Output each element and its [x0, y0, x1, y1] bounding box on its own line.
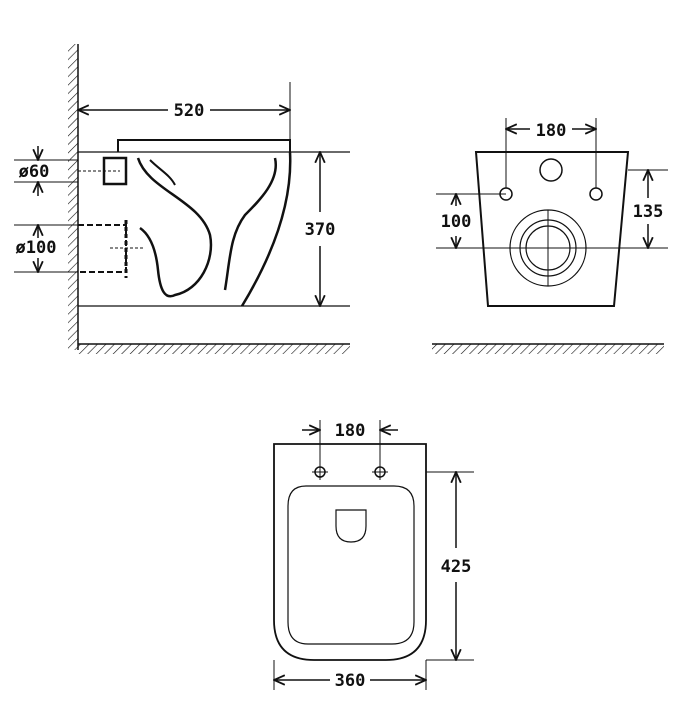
pipe-small-label: ø60 [19, 162, 50, 182]
wall-hatch [68, 44, 78, 350]
side-view: 520 370 ø60 ø100 [14, 44, 350, 354]
bowl-inner-front [223, 157, 278, 291]
rear-body [474, 151, 630, 307]
rear-floor-hatch [432, 344, 664, 354]
seat-lid [117, 139, 291, 152]
rear-view: 180 100 135 [432, 118, 668, 354]
top-length-label: 425 [441, 557, 472, 577]
top-body-outline [273, 443, 427, 661]
pipe-large-label: ø100 [16, 238, 57, 258]
outlet-pipe [78, 224, 127, 273]
rear-top-hole [539, 158, 563, 182]
top-seat-outline [287, 485, 415, 645]
top-view: 180 425 360 [274, 420, 474, 691]
rear-mount-hole-right [589, 187, 603, 201]
top-drain-opening [335, 509, 367, 543]
rear-hole-spacing-label: 180 [536, 121, 567, 141]
rear-outlet-height-label: 135 [633, 202, 664, 222]
bowl-inner-rear [136, 157, 213, 298]
floor-hatch [78, 344, 350, 354]
top-hole-spacing-label: 180 [335, 421, 366, 441]
bowl-rim [149, 159, 176, 186]
top-width-label: 360 [335, 671, 366, 691]
side-width-label: 520 [174, 101, 205, 121]
rear-hole-height-label: 100 [441, 212, 472, 232]
body-front-profile [240, 151, 292, 307]
side-height-label: 370 [305, 220, 336, 240]
